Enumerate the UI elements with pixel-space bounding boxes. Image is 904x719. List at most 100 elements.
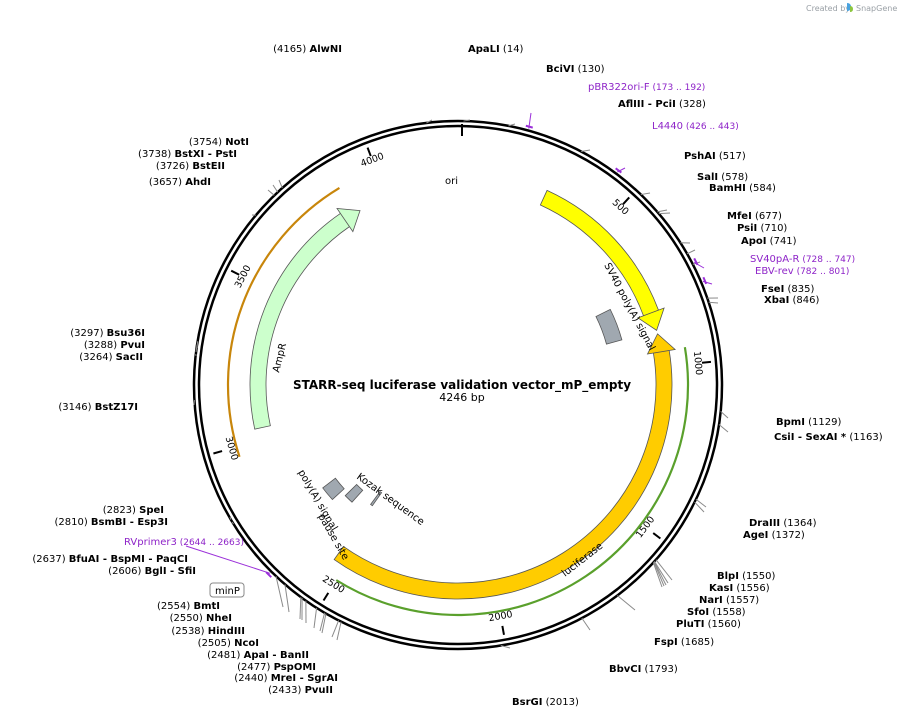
enzyme-label: DraIII (1364): [749, 518, 817, 529]
enzyme-leader: [267, 189, 275, 196]
enzyme-label: AflIII - PciI (328): [618, 99, 706, 110]
enzyme-leader: [695, 498, 707, 508]
enzyme-site: PsiI (710): [737, 223, 787, 234]
enzyme-site: (2481) ApaI - BanII: [207, 650, 309, 661]
enzyme-label: (2538) HindIII: [171, 626, 245, 637]
enzyme-site: FseI (835): [761, 284, 814, 295]
enzyme-site: AgeI (1372): [743, 530, 805, 541]
enzyme-site: SalI (578): [697, 172, 748, 183]
ampr-cds-arc: [226, 186, 341, 458]
tick-1500: [652, 532, 661, 540]
enzyme-leader: [463, 119, 471, 122]
enzyme-site: (3657) AhdI: [149, 177, 211, 188]
enzyme-label: (2606) BglI - SfiI: [108, 566, 196, 577]
enzyme-label: MfeI (677): [727, 211, 782, 222]
created-by-text: Created by: [806, 4, 850, 13]
enzyme-label: CsiI - SexAI * (1163): [774, 432, 883, 443]
feature-label-polya-signal: poly(A) signal: [295, 468, 339, 533]
enzyme-site: FspI (1685): [654, 637, 714, 648]
tick-label-4000: 4000: [359, 151, 386, 170]
enzyme-site: (3726) BstEII: [156, 161, 225, 172]
enzyme-leader: [426, 119, 433, 124]
minp-label: minP: [215, 586, 240, 597]
snapgene-brand: SnapGene: [856, 4, 897, 13]
enzyme-leader: [653, 561, 667, 586]
tick-4000: [366, 147, 372, 157]
enzyme-site: DraIII (1364): [749, 518, 817, 529]
enzyme-site: (2440) MreI - SgrAI: [234, 673, 338, 684]
enzyme-label: ApoI (741): [741, 236, 797, 247]
enzyme-label: PsiI (710): [737, 223, 787, 234]
enzyme-leader: [658, 212, 671, 215]
enzyme-label: SfoI (1558): [687, 607, 746, 618]
enzyme-leader: [655, 559, 673, 581]
enzyme-label: KasI (1556): [709, 583, 770, 594]
enzyme-site: (2550) NheI: [170, 613, 232, 624]
enzyme-leader: [652, 562, 663, 588]
enzyme-leader: [718, 424, 729, 433]
ori-arrow: [539, 189, 665, 331]
enzyme-leader: [653, 561, 665, 587]
enzyme-label: BlpI (1550): [717, 571, 775, 582]
enzyme-label: FseI (835): [761, 284, 814, 295]
enzyme-label: (3264) SacII: [79, 352, 143, 363]
primer-site-mark: [265, 571, 272, 578]
enzyme-site: (3297) Bsu36I: [70, 328, 145, 339]
enzyme-leader: [321, 613, 327, 634]
enzyme-leader: [708, 301, 719, 304]
enzyme-label: (2554) BmtI: [157, 601, 220, 612]
enzyme-label: FspI (1685): [654, 637, 714, 648]
minp-box: [209, 582, 245, 598]
enzyme-site: PluTI (1560): [676, 619, 741, 630]
enzyme-leader: [508, 123, 516, 127]
enzyme-site: NarI (1557): [699, 595, 759, 606]
enzyme-label: (3657) AhdI: [149, 177, 211, 188]
enzyme-site: (2823) SpeI: [103, 505, 164, 516]
enzyme-site: BpmI (1129): [776, 417, 841, 428]
primer-leader: [185, 545, 271, 574]
primer-label: L4440 (426 .. 443): [652, 121, 739, 132]
enzyme-leader: [657, 209, 668, 213]
features: [226, 186, 690, 617]
pause-site-block: [344, 483, 364, 503]
luciferase-cds-arc: [335, 347, 690, 617]
enzyme-site: PshAI (517): [684, 151, 746, 162]
enzyme-leader: [272, 184, 279, 193]
enzyme-leader: [500, 645, 511, 649]
enzyme-leader: [284, 584, 290, 613]
enzyme-leader: [581, 149, 591, 152]
enzyme-label: (3288) PvuI: [84, 340, 145, 351]
primer-labels: pBR322ori-F (173 .. 192) L4440 (426 .. 44…: [124, 82, 855, 578]
enzyme-label: PshAI (517): [684, 151, 746, 162]
primer-site-mark: [702, 276, 708, 285]
polya-signal-block: [322, 477, 345, 501]
enzyme-site: (3264) SacII: [79, 352, 143, 363]
enzyme-site: BlpI (1550): [717, 571, 775, 582]
tick-2500: [322, 592, 330, 602]
enzyme-leader: [720, 410, 729, 419]
enzyme-site: SfoI (1558): [687, 607, 746, 618]
feature-label-kozak: Kozak sequence: [354, 472, 426, 528]
enzyme-site: KasI (1556): [709, 583, 770, 594]
primer-site-mark: [615, 167, 622, 174]
enzyme-label: (3738) BstXI - PstI: [138, 149, 237, 160]
enzyme-label: BpmI (1129): [776, 417, 841, 428]
tick-3000: [213, 450, 223, 455]
tick-label-1000: 1000: [691, 351, 704, 376]
kozak-block: [370, 490, 383, 507]
primer-label: EBV-rev (782 .. 801): [755, 266, 849, 277]
enzyme-label: NarI (1557): [699, 595, 759, 606]
enzyme-label: PluTI (1560): [676, 619, 741, 630]
enzyme-label: SalI (578): [697, 172, 748, 183]
enzyme-leader: [581, 617, 591, 631]
enzyme-site: (2554) BmtI: [157, 601, 220, 612]
tick-500: [622, 196, 630, 205]
enzyme-leader: [196, 341, 199, 349]
backbone-inner-strand: [197, 124, 719, 646]
primer-rvprimer3: RVprimer3 (2644 .. 2663): [124, 537, 272, 578]
primer-sv40pa-r: SV40pA-R (728 .. 747): [693, 254, 855, 269]
primer-label: pBR322ori-F (173 .. 192): [588, 82, 705, 93]
enzyme-label: BsrGI (2013): [512, 697, 579, 708]
